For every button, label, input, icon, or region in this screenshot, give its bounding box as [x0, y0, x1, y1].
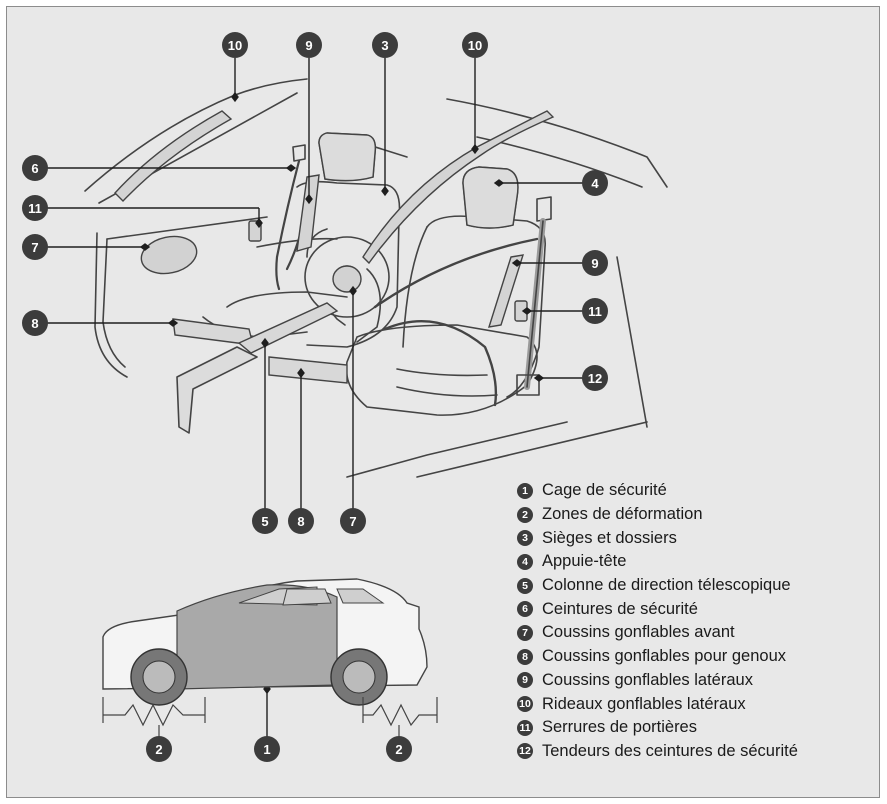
legend-item: 1 Cage de sécurité: [517, 479, 798, 503]
curtain-airbag-right: [362, 110, 555, 265]
legend-item: 9 Coussins gonflables latéraux: [517, 669, 798, 693]
headrest-driver: [318, 132, 377, 182]
legend-number: 4: [517, 553, 533, 570]
legend-item: 10 Rideaux gonflables latéraux: [517, 692, 798, 716]
legend-item: 12 Tendeurs des ceintures de sécurité: [517, 740, 798, 764]
leader-lines: [47, 58, 595, 737]
svg-text:10: 10: [228, 38, 242, 53]
knee-airbag-driver: [268, 356, 348, 384]
legend-number: 7: [517, 624, 533, 641]
front-airbag-wheel: [332, 265, 362, 293]
svg-text:8: 8: [297, 514, 304, 529]
marker-7-bottom: 7: [340, 508, 366, 534]
marker-2-right: 2: [386, 736, 412, 762]
side-airbag-driver: [296, 174, 320, 252]
legend-item: 2 Zones de déformation: [517, 503, 798, 527]
legend-label: Tendeurs des ceintures de sécurité: [542, 741, 798, 760]
svg-text:5: 5: [261, 514, 268, 529]
svg-text:8: 8: [31, 316, 38, 331]
svg-text:2: 2: [155, 742, 162, 757]
svg-text:9: 9: [305, 38, 312, 53]
svg-text:4: 4: [591, 176, 599, 191]
legend-label: Coussins gonflables latéraux: [542, 670, 753, 689]
legend-label: Zones de déformation: [542, 505, 703, 524]
legend-label: Coussins gonflables avant: [542, 623, 735, 642]
legend-item: 11 Serrures de portières: [517, 716, 798, 740]
marker-6: 6: [22, 155, 48, 181]
svg-text:1: 1: [263, 742, 270, 757]
legend-label: Sièges et dossiers: [542, 528, 677, 547]
legend-label: Appuie-tête: [542, 552, 627, 571]
svg-text:3: 3: [381, 38, 388, 53]
cabin-frame: [84, 78, 668, 478]
legend-label: Colonne de direction télescopique: [542, 576, 791, 595]
marker-7: 7: [22, 234, 48, 260]
svg-text:11: 11: [588, 304, 602, 319]
marker-8-bottom: 8: [288, 508, 314, 534]
legend-label: Serrures de portières: [542, 718, 697, 737]
svg-text:7: 7: [349, 514, 356, 529]
legend-item: 4 Appuie-tête: [517, 550, 798, 574]
marker-11-right: 11: [582, 298, 608, 324]
svg-text:6: 6: [31, 161, 38, 176]
legend-label: Coussins gonflables pour genoux: [542, 647, 786, 666]
passenger-seatbelt: [373, 196, 552, 407]
safety-diagram: 10 9 3 10 6 11 7 8 4 9 11 12 5 8 7 2 1 2: [22, 32, 668, 762]
legend-label: Cage de sécurité: [542, 481, 667, 500]
marker-3: 3: [372, 32, 398, 58]
legend-number: 9: [517, 672, 533, 689]
svg-text:9: 9: [591, 256, 598, 271]
markers: 10 9 3 10 6 11 7 8 4 9 11 12 5 8 7 2 1 2: [22, 32, 608, 762]
svg-text:12: 12: [588, 371, 602, 386]
legend-item: 3 Sièges et dossiers: [517, 526, 798, 550]
marker-12: 12: [582, 365, 608, 391]
marker-2-left: 2: [146, 736, 172, 762]
headrest-passenger: [462, 166, 519, 229]
marker-8: 8: [22, 310, 48, 336]
airbags: [114, 110, 555, 384]
legend-label: Ceintures de sécurité: [542, 599, 698, 618]
marker-9: 9: [296, 32, 322, 58]
marker-1: 1: [254, 736, 280, 762]
front-airbag-dash: [140, 235, 198, 275]
curtain-airbag-left: [114, 110, 233, 203]
legend-label: Rideaux gonflables latéraux: [542, 694, 746, 713]
legend-number: 12: [517, 743, 533, 760]
svg-text:11: 11: [28, 201, 42, 216]
legend-number: 5: [517, 577, 533, 594]
legend-item: 7 Coussins gonflables avant: [517, 621, 798, 645]
marker-5: 5: [252, 508, 278, 534]
marker-9-right: 9: [582, 250, 608, 276]
legend-number: 3: [517, 530, 533, 547]
lower-trim: [176, 346, 258, 434]
legend-number: 10: [517, 696, 533, 713]
legend-item: 8 Coussins gonflables pour genoux: [517, 645, 798, 669]
crumple-zone-brackets: [102, 697, 438, 737]
legend-number: 11: [517, 719, 533, 736]
legend-item: 5 Colonne de direction télescopique: [517, 574, 798, 598]
marker-10-right: 10: [462, 32, 488, 58]
legend-number: 8: [517, 648, 533, 665]
knee-airbag-passenger: [172, 318, 254, 346]
legend-item: 6 Ceintures de sécurité: [517, 597, 798, 621]
marker-11: 11: [22, 195, 48, 221]
marker-10: 10: [222, 32, 248, 58]
legend-number: 2: [517, 506, 533, 523]
diagram-frame: 10 9 3 10 6 11 7 8 4 9 11 12 5 8 7 2 1 2…: [6, 6, 880, 798]
marker-4: 4: [582, 170, 608, 196]
suv-side-view: [102, 578, 428, 706]
svg-text:10: 10: [468, 38, 482, 53]
svg-text:2: 2: [395, 742, 402, 757]
legend-number: 6: [517, 601, 533, 618]
side-airbag-passenger: [487, 254, 525, 328]
legend-number: 1: [517, 482, 533, 499]
svg-text:7: 7: [31, 240, 38, 255]
